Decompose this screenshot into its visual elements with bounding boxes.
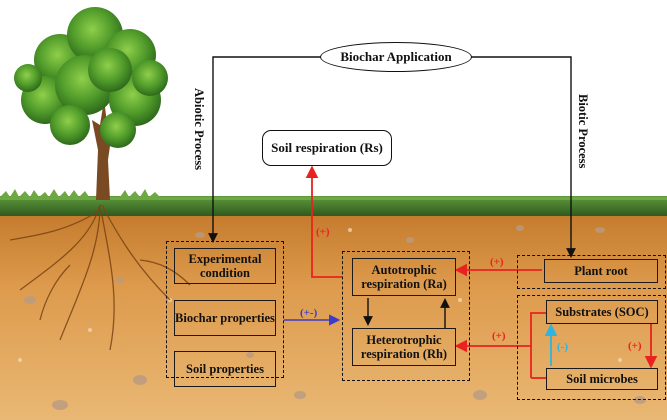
heterotrophic-respiration-box: Heterotrophic respiration (Rh) [352,328,456,366]
plant-root-box: Plant root [544,259,658,283]
sign-ra-to-rs: (+) [316,226,330,238]
biochar-application-node: Biochar Application [320,42,472,72]
abiotic-process-label: Abiotic Process [192,88,206,171]
substrates-soc-box: Substrates (SOC) [546,300,658,324]
soil-biota-group [517,295,666,400]
sign-root-to-ra: (+) [490,256,504,268]
soil-microbes-box: Soil microbes [546,368,658,390]
plant-root-group [517,255,666,289]
experimental-condition-box: Experimental condition [174,248,276,284]
sign-biochar-to-respiration: (+-) [300,307,318,319]
biotic-process-label: Biotic Process [576,94,590,169]
soil-respiration-node: Soil respiration (Rs) [262,130,392,166]
sign-soc-to-microbes: (+) [628,340,642,352]
sign-biotic-to-rh: (+) [492,330,506,342]
biochar-properties-box: Biochar properties [174,300,276,336]
respiration-components-group [342,251,470,381]
soil-properties-box: Soil properties [174,351,276,387]
autotrophic-respiration-box: Autotrophic respiration (Ra) [352,258,456,296]
abiotic-factors-group [166,241,284,378]
sign-microbes-to-soc: (-) [557,341,568,353]
